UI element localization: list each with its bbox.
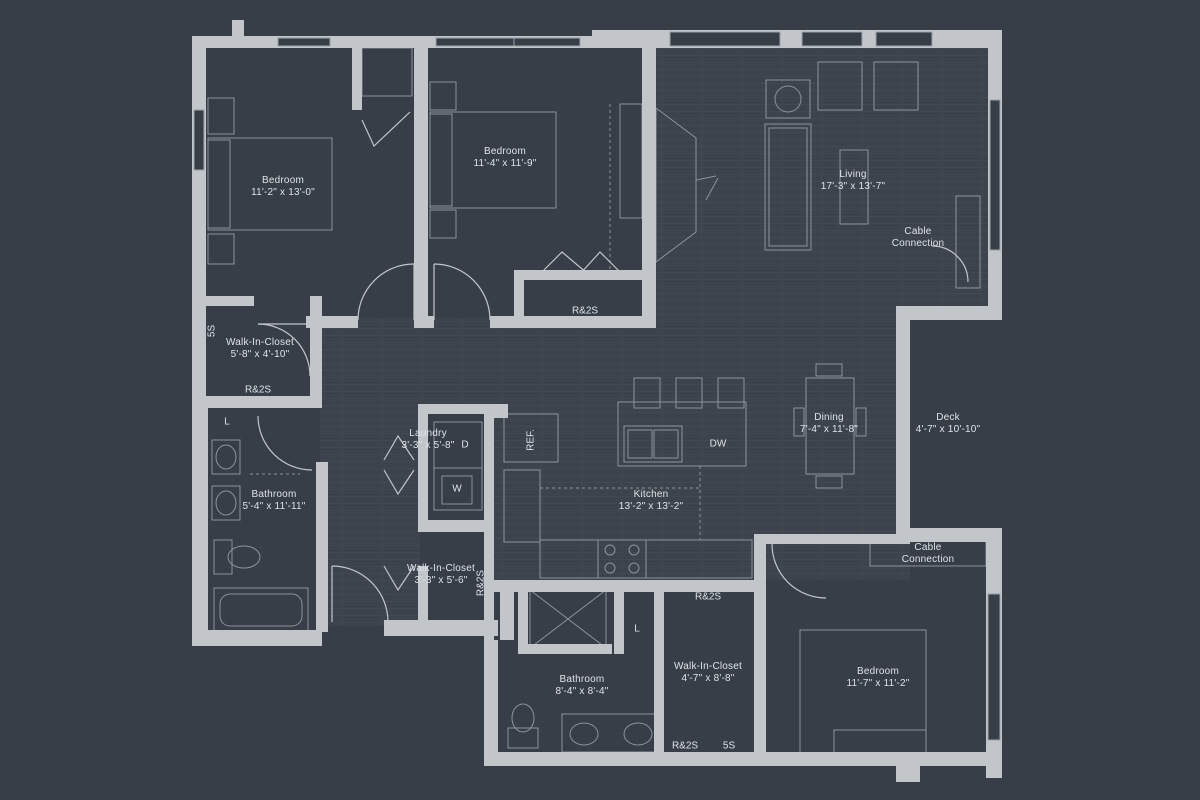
vanity — [561, 713, 659, 753]
dishwasher-tag: DW — [709, 438, 727, 450]
rod-and-shelf-tag: R&2S — [671, 740, 699, 752]
washer — [433, 467, 483, 511]
media-console — [955, 195, 981, 289]
stool — [717, 377, 745, 409]
armchair — [873, 61, 919, 111]
doors — [257, 111, 969, 623]
washer-tag: W — [452, 483, 462, 495]
closet — [361, 47, 413, 97]
sofa — [764, 123, 812, 251]
side-table — [765, 79, 811, 119]
sink — [623, 425, 683, 463]
linen-tag: L — [224, 416, 230, 428]
toilet — [213, 539, 233, 575]
range — [597, 539, 647, 579]
flooring — [320, 48, 988, 626]
dining-table — [805, 377, 855, 475]
dryer-tag: D — [461, 439, 469, 451]
nightstand — [429, 81, 457, 111]
refrigerator — [503, 413, 559, 463]
stool — [675, 377, 703, 409]
nightstand — [207, 233, 235, 265]
lamp — [774, 85, 802, 113]
linen-tag: L — [634, 623, 640, 635]
dresser — [619, 103, 643, 219]
coffee-table — [839, 149, 869, 225]
rod-and-shelf-tag: R&2S — [475, 569, 487, 597]
rod-and-shelf-tag: R&2S — [244, 384, 272, 396]
refrigerator-tag: REF. — [525, 429, 537, 451]
windows — [193, 31, 1001, 741]
rod-and-shelf-tag: R&2S — [571, 305, 599, 317]
sink — [211, 485, 241, 521]
toilet — [507, 727, 539, 749]
five-shelves-tag: 5S — [722, 740, 736, 752]
bed — [799, 629, 927, 755]
nightstand — [207, 97, 235, 135]
five-shelves-tag: 5S — [206, 324, 218, 338]
nightstand — [429, 209, 457, 239]
armchair — [817, 61, 863, 111]
rod-and-shelf-tag: R&2S — [694, 591, 722, 603]
stool — [633, 377, 661, 409]
island — [617, 401, 747, 467]
sink — [211, 439, 241, 475]
